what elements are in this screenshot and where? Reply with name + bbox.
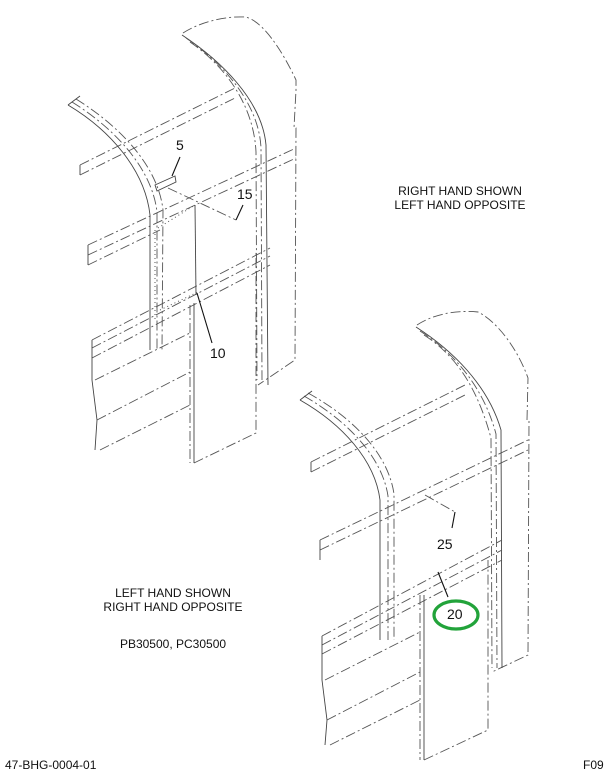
callout-20[interactable]: 20 [447,606,463,622]
bottom-view-note: LEFT HAND SHOWN RIGHT HAND OPPOSITE [88,586,258,614]
model-numbers: PB30500, PC30500 [119,637,227,651]
callout-5[interactable]: 5 [176,137,184,153]
bottom-assembly-drawing [299,311,530,761]
top-assembly-drawing [67,16,297,464]
top-view-note-line2: LEFT HAND OPPOSITE [394,198,526,212]
bottom-view-note-line1: LEFT HAND SHOWN [115,586,231,600]
callout-10[interactable]: 10 [210,345,226,361]
drawing-number: 47-BHG-0004-01 [5,758,97,772]
bottom-view-note-line2: RIGHT HAND OPPOSITE [103,600,243,614]
top-view-note: RIGHT HAND SHOWN LEFT HAND OPPOSITE [375,184,545,212]
top-view-note-line1: RIGHT HAND SHOWN [398,184,522,198]
figure-code: F09 [583,758,604,772]
callout-15[interactable]: 15 [237,186,253,202]
highlight-ellipse [432,599,480,631]
callout-25[interactable]: 25 [437,536,453,552]
